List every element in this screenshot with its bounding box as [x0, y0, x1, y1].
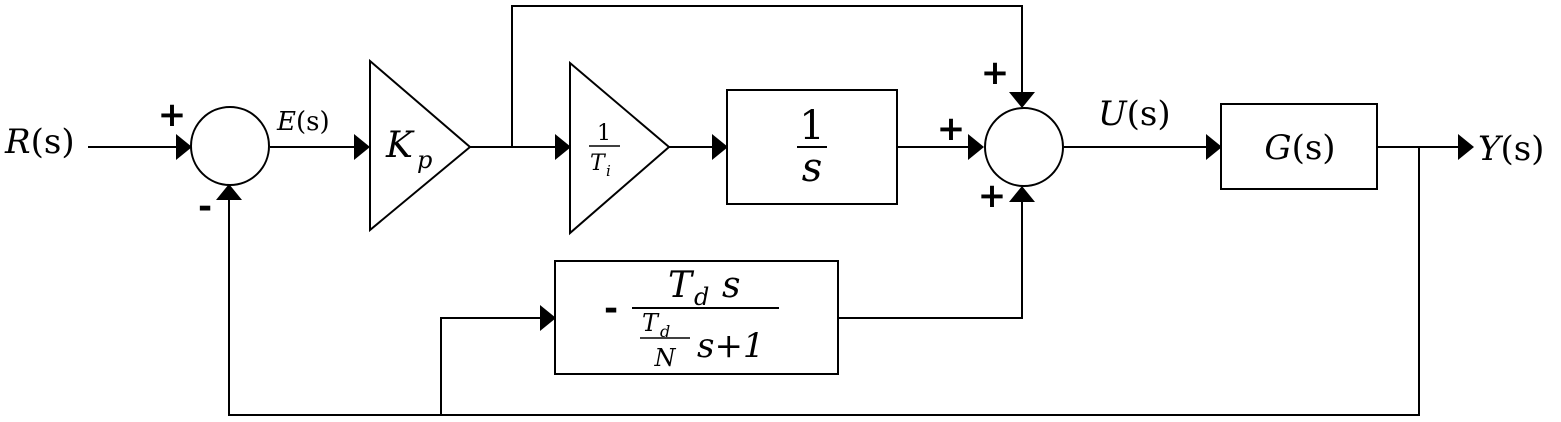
ti-numerator: 1 [597, 121, 611, 146]
sign-error-feedback: - [198, 187, 212, 227]
label-input: R(s) [4, 122, 75, 162]
derivative-sign: - [604, 289, 618, 329]
arrow-kp-out [555, 134, 571, 160]
integrator-denominator: s [802, 145, 823, 191]
wire-derivative-out [838, 202, 1023, 319]
arrow-integrator-out [968, 134, 984, 160]
arrow-ti-out [712, 134, 728, 160]
derivative-block [554, 260, 839, 375]
wire-feedback [228, 147, 1420, 416]
integrator-numerator: 1 [799, 103, 824, 149]
derivative-den-inner-num: T [642, 309, 660, 337]
integral-gain-block [569, 60, 671, 236]
arrow-bypass [1009, 92, 1035, 108]
derivative-den-inner-den: N [654, 344, 677, 372]
derivative-num-var: s [722, 265, 740, 306]
ti-denominator-subscript: i [606, 162, 611, 180]
label-error: E(s) [276, 107, 330, 137]
ti-denominator: T [590, 151, 607, 176]
arrow-feedback [216, 184, 242, 200]
arrow-output [1458, 134, 1474, 160]
error-summing-junction [190, 106, 270, 186]
arrow-control [1206, 134, 1222, 160]
arrow-derivative-in [540, 305, 556, 331]
derivative-den-rest: s+1 [697, 326, 765, 366]
label-output: Y(s) [1478, 129, 1544, 169]
arrow-derivative-sum [1009, 186, 1035, 202]
derivative-num-symbol: T [668, 265, 695, 306]
plant-label: G(s) [1264, 128, 1335, 168]
kp-subscript: p [417, 146, 432, 174]
control-summing-junction [984, 107, 1064, 187]
sign-error-input: + [158, 95, 187, 135]
wire-proportional-bypass [511, 5, 1023, 147]
arrow-input [176, 134, 192, 160]
sign-control-bottom: + [978, 176, 1007, 216]
wire-derivative-in [440, 317, 540, 415]
derivative-num-subscript: d [694, 283, 709, 311]
sign-control-left: + [937, 109, 966, 149]
label-control: U(s) [1098, 94, 1171, 134]
arrow-error [354, 134, 370, 160]
proportional-gain-block [369, 58, 472, 233]
sign-control-top: + [981, 53, 1010, 93]
kp-symbol: K [385, 125, 415, 166]
derivative-den-inner-sub: d [660, 322, 670, 341]
plant-block [1220, 103, 1378, 190]
